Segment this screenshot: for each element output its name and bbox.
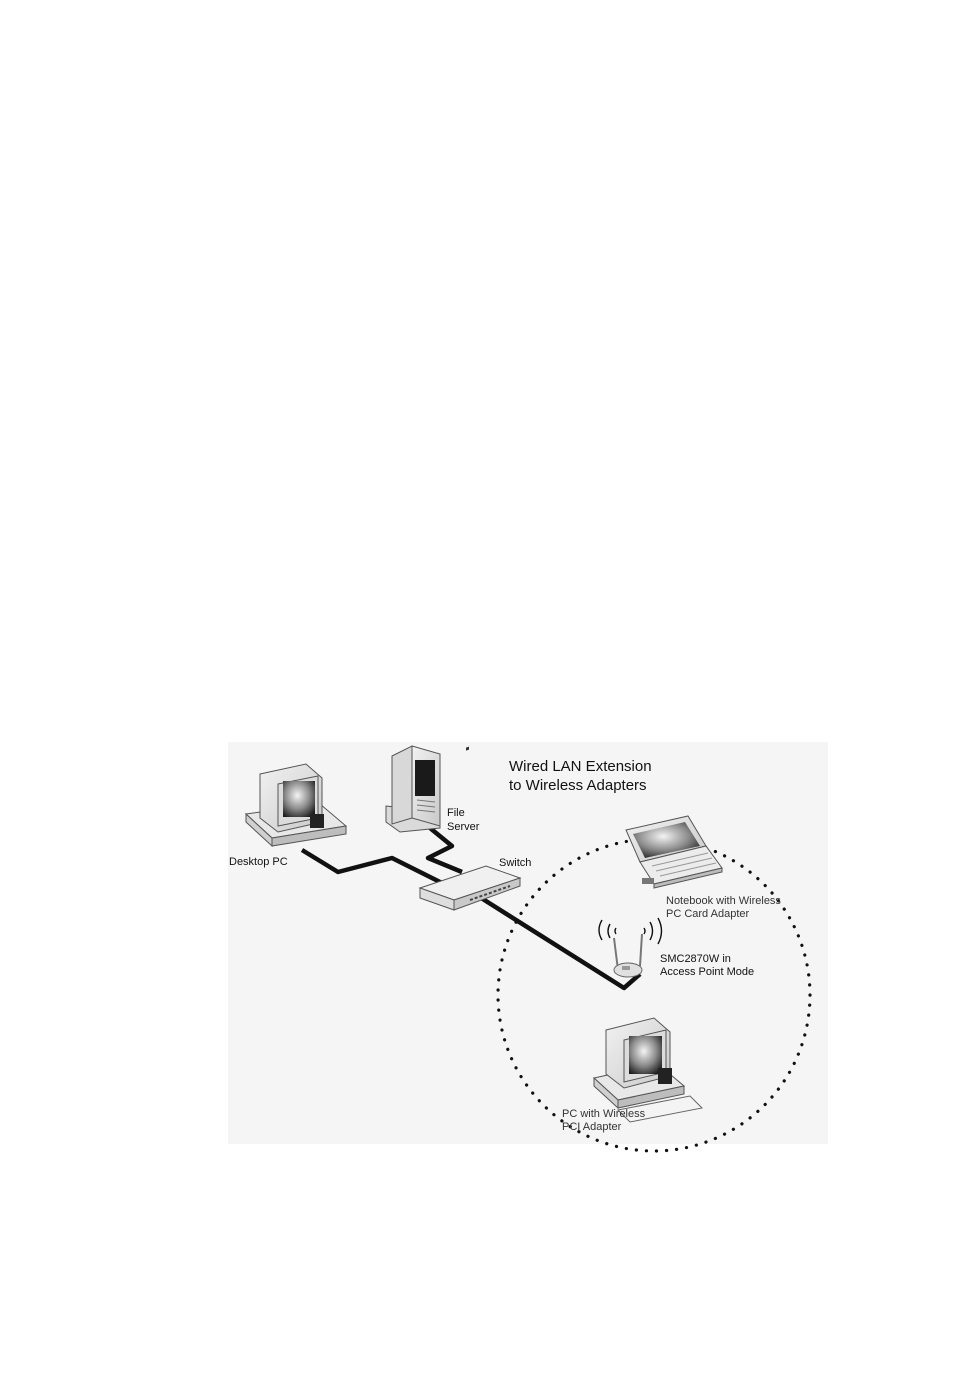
- diagram-title-line2: to Wireless Adapters: [509, 776, 652, 795]
- file-server-label-line2: Server: [447, 821, 479, 834]
- access-point-label-line1: SMC2870W in: [660, 953, 731, 966]
- diagram-title: Wired LAN Extension to Wireless Adapters: [509, 757, 652, 795]
- notebook-label-line1: Notebook with Wireless: [666, 895, 781, 908]
- notebook-label-line2: PC Card Adapter: [666, 908, 749, 921]
- desktop-pc-label: Desktop PC: [229, 856, 288, 869]
- switch-label: Switch: [499, 857, 531, 870]
- access-point-label-line2: Access Point Mode: [660, 966, 754, 979]
- wireless-pc-label-line1: PC with Wireless: [562, 1108, 645, 1121]
- wireless-pc-label-line2: PCI Adapter: [562, 1121, 621, 1134]
- file-server-icon: [386, 746, 440, 832]
- diagram-title-line1: Wired LAN Extension: [509, 757, 652, 776]
- file-server-label-line1: File: [447, 807, 465, 820]
